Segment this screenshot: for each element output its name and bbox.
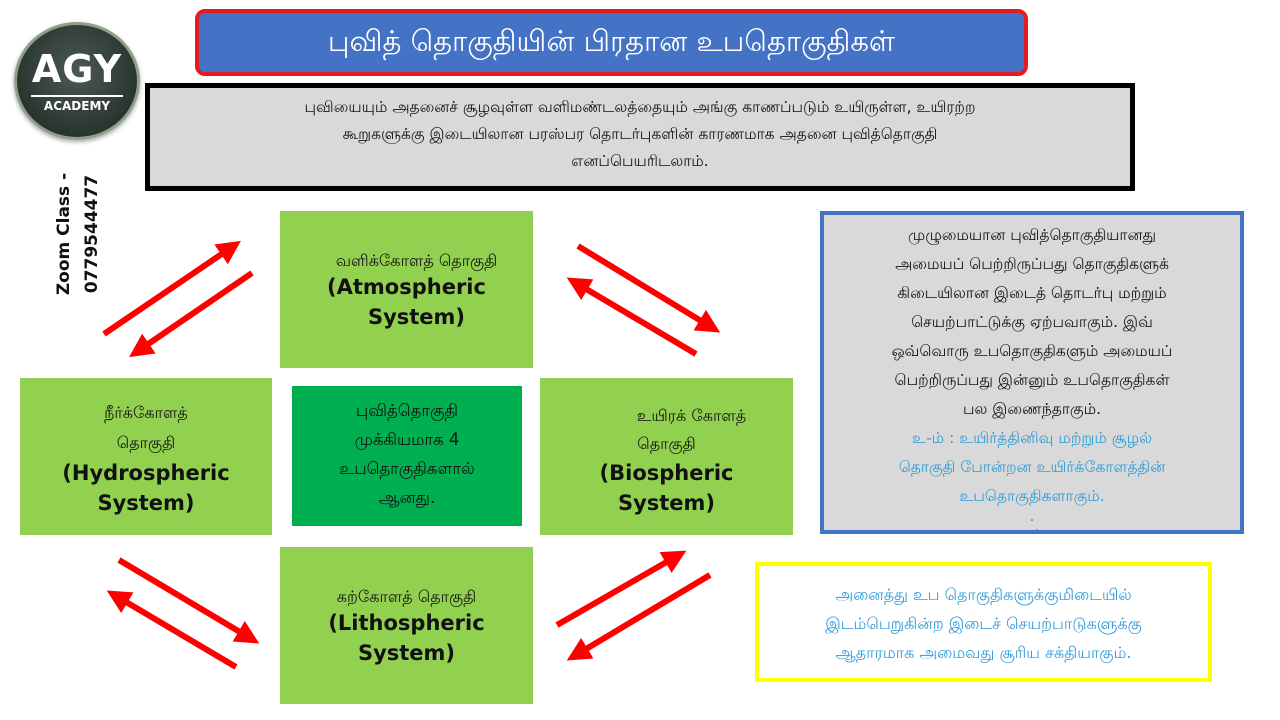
page-title: புவித் தொகுதியின் பிரதான உபதொகுதிகள் [195,9,1028,76]
center-line2: முக்கியமாக 4 [354,430,460,449]
arrow-bio-to-atmo [566,277,698,357]
arrow-hydro-to-litho [117,557,260,644]
sun-line3: ஆதாரமாக அமைவது சூரிய சக்தியாகும். [835,643,1132,662]
arrow-atmo-to-bio [576,243,721,333]
info-line: பெற்றிருப்பது இன்னும் உபதொகுதிகள் [894,371,1170,389]
biospheric-ta2: தொகுதி [637,434,696,453]
biospheric-en2: System) [617,491,716,515]
definition-line1: புவியையும் அதனைச் சூழவுள்ள வளிமண்டலத்தைய… [304,98,976,116]
hydrospheric-en1: (Hydrospheric [62,461,230,485]
biospheric-ta1: உயிரக் கோளத் [636,406,747,425]
zoom-class-label: Zoom Class - 0779544477 [44,158,114,310]
lithospheric-system-box: கற்கோளத் தொகுதி (Lithospheric System) [280,547,533,704]
center-line3: உபதொகுதிகளால் [339,459,475,478]
arrow-litho-to-bio [555,550,687,628]
logo-subtext: ACADEMY [31,95,123,113]
logo-text: AGY [31,47,123,91]
info-line: அமையப் பெற்றிருப்பது தொகுதிகளுக் [895,255,1169,273]
atmospheric-en1: (Atmospheric [327,275,486,299]
solar-energy-box: அனைத்து உப தொகுதிகளுக்குமிடையில் இடம்பெற… [755,562,1212,682]
sun-line2: இடம்பெறுகின்ற இடைச் செயற்பாடுகளுக்கு [825,614,1142,633]
info-example-line: உபதொகுதிகளாகும். [959,487,1105,505]
academy-logo: AGY ACADEMY [14,22,140,140]
hydrospheric-en2: System) [97,491,195,515]
lithospheric-ta: கற்கோளத் தொகுதி [336,587,477,606]
lithospheric-en1: (Lithospheric [328,611,485,635]
arrow-bio-to-litho [566,572,712,661]
earth-system-center-box: புவித்தொகுதி முக்கியமாக 4 உபதொகுதிகளால் … [292,386,522,526]
definition-line3: எனப்பெயரிடலாம். [571,152,709,170]
biospheric-system-box: உயிரக் கோளத் தொகுதி (Biospheric System) [540,378,793,535]
sun-line1: அனைத்து உப தொகுதிகளுக்குமிடையில் [835,585,1132,604]
hydrospheric-system-box: நீர்க்கோளத் தொகுதி (Hydrospheric System) [20,378,272,535]
info-line: பல இணைந்தாகும். [962,400,1102,418]
info-line: ஒவ்வொரு உபதொகுதிகளும் அமையப் [891,342,1173,360]
info-dot: . [1034,517,1040,535]
info-line: முழுமையான புவித்தொகுதியானது [907,226,1157,244]
info-line: கிடையிலான இடைத் தொடர்பு மற்றும் [897,284,1167,302]
center-line1: புவித்தொகுதி [355,401,459,420]
info-dot: . [1029,507,1035,525]
atmospheric-system-box: வளிக்கோளத் தொகுதி (Atmospheric System) [280,211,533,368]
info-example-line: உ-ம் : உயிர்த்தினிவு மற்றும் சூழல் [912,429,1152,447]
atmospheric-en2: System) [367,305,466,329]
hydrospheric-ta2: தொகுதி [116,433,176,452]
info-example-line: தொகுதி போன்றன உயிர்க்கோளத்தின் [898,458,1166,476]
lithospheric-en2: System) [357,641,456,665]
atmospheric-ta: வளிக்கோளத் தொகுதி [335,251,498,270]
biospheric-en1: (Biospheric [599,461,734,485]
arrow-atmo-to-hydro [129,270,254,358]
definition-line2: கூறுகளுக்கு இடையிலான பரஸ்பர தொடர்புகளின்… [342,125,938,143]
arrow-hydro-to-atmo [102,240,241,337]
hydrospheric-ta1: நீர்க்கோளத் [104,403,188,422]
arrow-litho-to-hydro [106,590,238,670]
center-line4: ஆனது. [378,488,436,507]
info-line: செயற்பாட்டுக்கு ஏற்பவாகும். இவ் [911,313,1153,331]
definition-box: புவியையும் அதனைச் சூழவுள்ள வளிமண்டலத்தைய… [145,83,1135,191]
info-box: முழுமையான புவித்தொகுதியானது அமையப் பெற்ற… [820,211,1244,534]
